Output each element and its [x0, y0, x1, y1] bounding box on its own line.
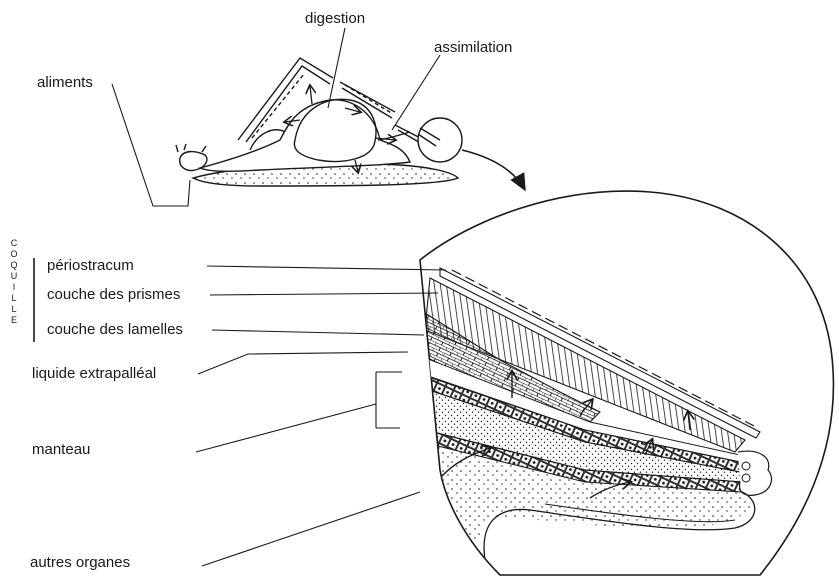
coquille-letter: L	[9, 304, 19, 315]
zoom-arrow	[462, 150, 525, 190]
coquille-letter: I	[9, 282, 19, 293]
label-couche-lamelles: couche des lamelles	[47, 321, 183, 339]
label-digestion: digestion	[305, 10, 365, 28]
coquille-letter: O	[9, 249, 19, 260]
label-coquille: C O Q U I L L E	[9, 238, 19, 326]
coquille-letter: U	[9, 271, 19, 282]
label-manteau: manteau	[32, 441, 90, 459]
label-aliments: aliments	[37, 74, 93, 92]
magnifier-circle	[418, 118, 462, 162]
label-autres-organes: autres organes	[30, 554, 130, 572]
leader-lines-left	[196, 266, 446, 566]
coquille-letter: E	[9, 315, 19, 326]
coquille-letter: C	[9, 238, 19, 249]
mantle-tip	[738, 451, 772, 495]
label-assimilation: assimilation	[434, 39, 512, 57]
coquille-letter: Q	[9, 260, 19, 271]
label-couche-prismes: couche des prismes	[47, 286, 180, 304]
label-liquide-extrapalleal: liquide extrapalléal	[32, 365, 156, 383]
coquille-letter: L	[9, 293, 19, 304]
cross-section	[405, 191, 833, 575]
label-periostracum: périostracum	[47, 257, 134, 275]
animal-sketch	[176, 99, 458, 186]
